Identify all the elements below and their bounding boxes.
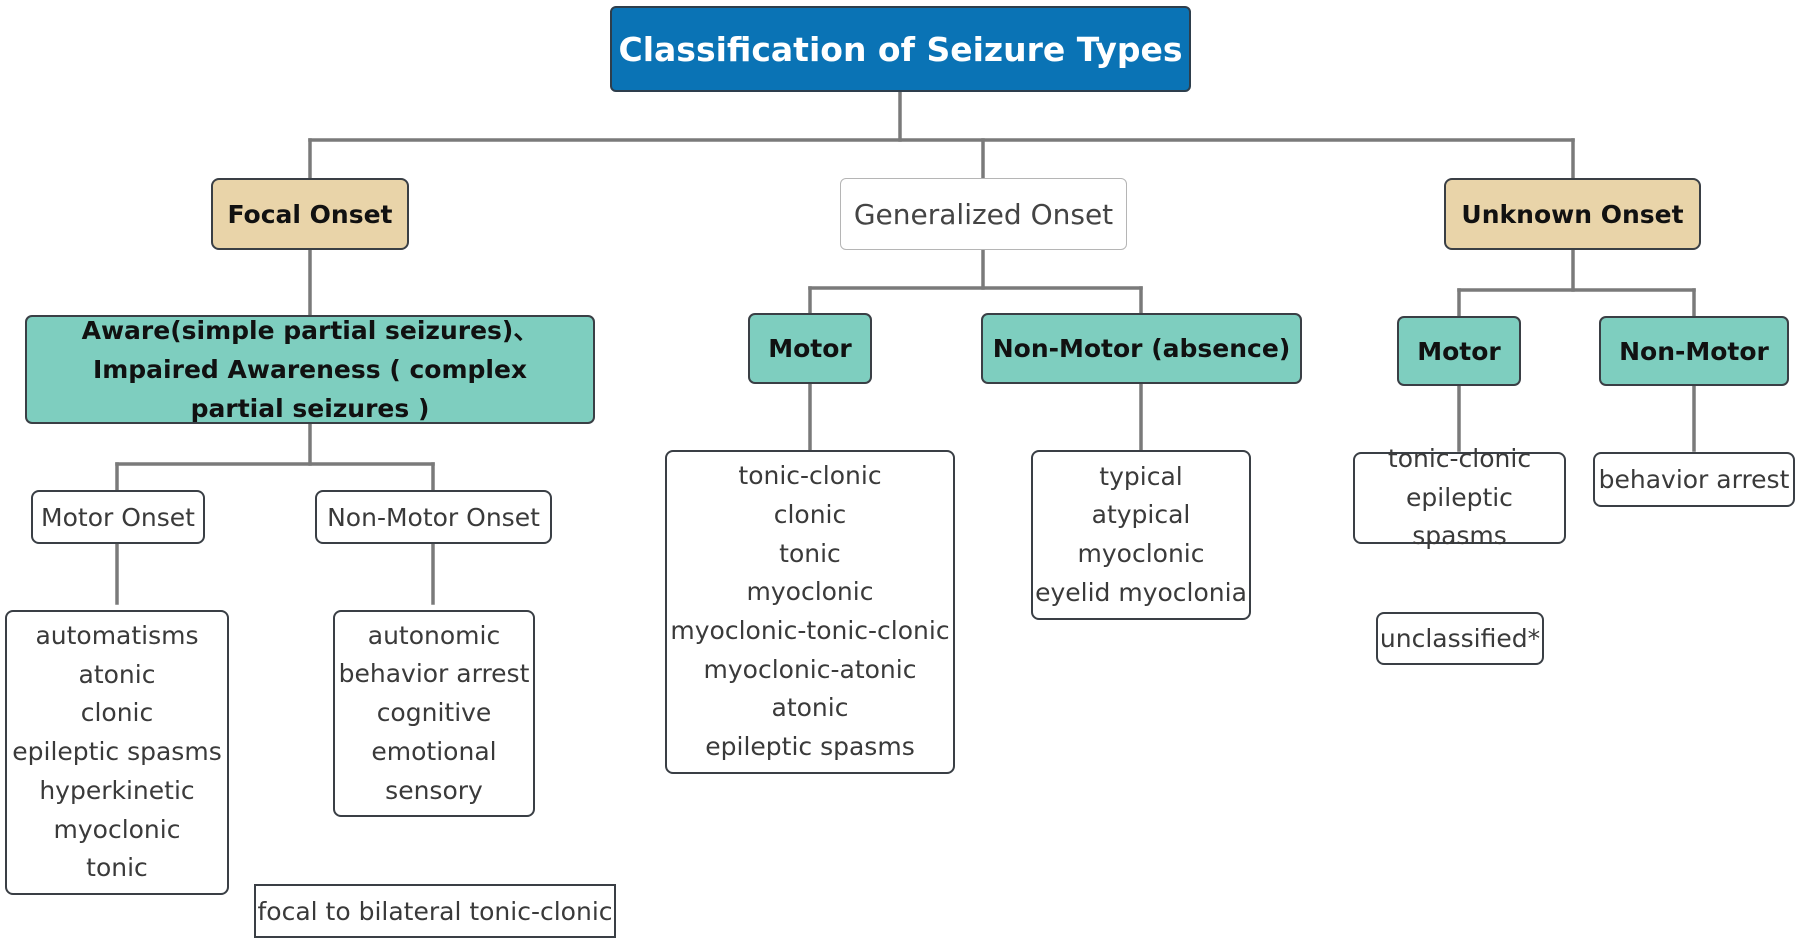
motor-onset-node: Motor Onset — [31, 490, 205, 544]
list-item: tonic — [86, 853, 148, 883]
list-item: automatisms — [35, 621, 199, 651]
awareness-node: Aware(simple partial seizures)、Impaired … — [25, 315, 595, 424]
focal-onset-node: Focal Onset — [211, 178, 409, 250]
motor-onset-list: automatisms atonic clonic epileptic spas… — [5, 610, 229, 895]
unknown-onset-node: Unknown Onset — [1444, 178, 1701, 250]
list-item: hyperkinetic — [39, 775, 195, 805]
diagram-title: Classification of Seizure Types — [610, 6, 1191, 92]
list-item: eyelid myoclonia — [1035, 577, 1247, 607]
list-item: autonomic — [367, 620, 501, 650]
focal-to-bilateral-node: focal to bilateral tonic-clonic — [254, 884, 616, 938]
list-item: atypical — [1091, 500, 1191, 530]
list-item: myoclonic — [1077, 539, 1205, 568]
list-item: epileptic spasms — [12, 737, 222, 767]
list-item: myoclonic-tonic-clonic — [670, 616, 950, 645]
list-item: cognitive — [376, 698, 492, 728]
unknown-non-motor-list: behavior arrest — [1593, 452, 1795, 507]
list-item: epileptic spasms — [1406, 482, 1513, 551]
unknown-motor-list: tonic-clonic epileptic spasms — [1353, 444, 1566, 550]
list-item: tonic-clonic — [1387, 443, 1532, 473]
unclassified-node: unclassified* — [1376, 612, 1544, 665]
list-item: atonic — [78, 659, 156, 689]
list-item: myoclonic — [53, 814, 181, 844]
unknown-motor-node: Motor — [1397, 316, 1521, 386]
unknown-non-motor-node: Non-Motor — [1599, 316, 1789, 386]
generalized-motor-list: tonic-clonic clonic tonic myoclonic myoc… — [665, 450, 955, 774]
non-motor-onset-list: autonomic behavior arrest cognitive emot… — [333, 610, 535, 817]
list-item: myoclonic-atonic — [703, 654, 917, 684]
list-item: myoclonic — [746, 577, 874, 607]
non-motor-onset-node: Non-Motor Onset — [315, 490, 552, 544]
list-item: typical — [1099, 461, 1183, 491]
generalized-motor-node: Motor — [748, 313, 872, 384]
generalized-non-motor-list: typical atypical myoclonic eyelid myoclo… — [1031, 450, 1251, 620]
list-item: behavior arrest — [338, 659, 530, 689]
list-item: epileptic spasms — [705, 732, 915, 762]
generalized-onset-node: Generalized Onset — [840, 178, 1127, 250]
list-item: atonic — [771, 693, 849, 723]
list-item: tonic — [779, 538, 841, 568]
list-item: emotional — [371, 736, 497, 766]
list-item: clonic — [773, 499, 847, 529]
list-item: tonic-clonic — [738, 461, 882, 491]
list-item: sensory — [385, 775, 483, 805]
generalized-non-motor-node: Non-Motor (absence) — [981, 313, 1302, 384]
list-item: clonic — [80, 698, 154, 728]
